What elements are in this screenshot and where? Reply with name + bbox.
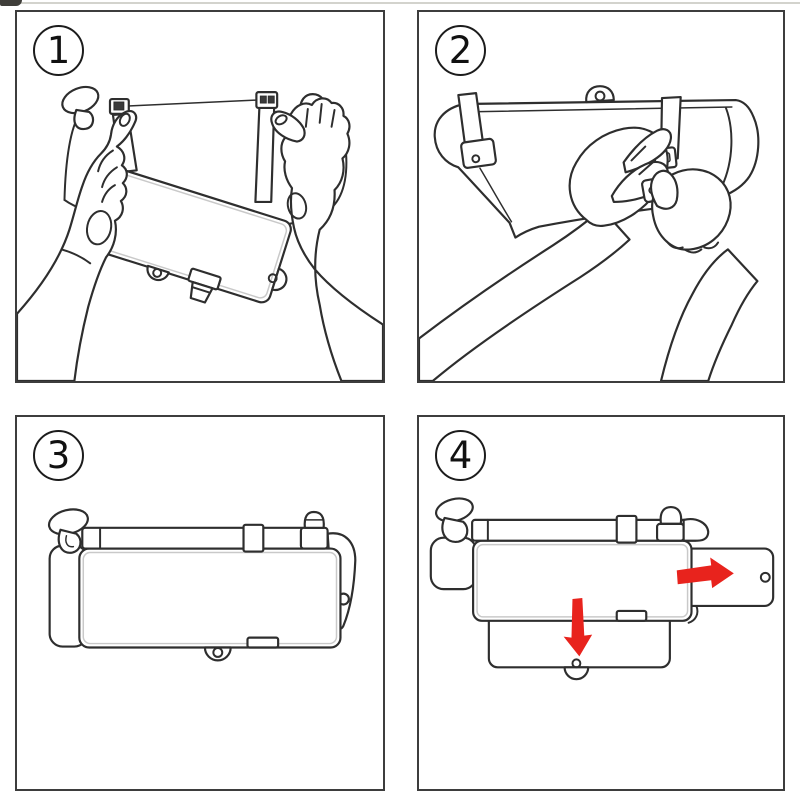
step-3-number: 3	[46, 434, 71, 477]
side-snap	[271, 267, 288, 292]
strap-band	[242, 523, 265, 553]
slide-down-arrow	[563, 598, 593, 657]
step-2-number: 2	[448, 29, 473, 72]
thumbnail	[118, 112, 131, 127]
step-3-illustration	[47, 508, 357, 662]
step-3-panel: 3	[15, 415, 385, 791]
visor-clip-hook	[441, 516, 469, 543]
pull-tab-slot	[246, 636, 280, 649]
step-1-badge: 1	[33, 25, 84, 76]
snap-button	[146, 264, 170, 282]
right-hand	[270, 97, 383, 381]
elastic-cord	[127, 99, 259, 107]
step-4-number: 4	[448, 434, 473, 477]
scan-artifact-smudge	[0, 0, 22, 6]
strap-band	[615, 514, 638, 544]
pull-tab-slot	[615, 609, 648, 622]
scan-artifact-line	[0, 2, 800, 4]
visor-clip-hook	[73, 108, 95, 131]
step-3-badge: 3	[33, 430, 84, 481]
strap-end-tab	[460, 137, 497, 169]
left-strap-with-tab	[457, 92, 513, 223]
step-2-panel: 2	[417, 10, 785, 383]
left-hand	[17, 110, 138, 381]
right-thumb	[650, 169, 679, 210]
organizer-panel	[87, 167, 292, 304]
snap-button	[203, 646, 232, 662]
visor-clip-hook	[57, 528, 82, 554]
side-snap-hole	[759, 571, 771, 583]
right-forearm	[659, 248, 759, 381]
pull-tab	[189, 280, 214, 304]
visor-end-cap	[682, 518, 710, 542]
buckle-icon	[655, 505, 685, 542]
step-2-badge: 2	[435, 25, 486, 76]
step-4-illustration	[429, 497, 775, 681]
step-1-panel: 1	[15, 10, 385, 383]
step-2-illustration	[419, 85, 760, 381]
right-thumb	[270, 110, 306, 143]
step-4-panel: 4	[417, 415, 785, 791]
buckle-icon	[299, 510, 329, 550]
step-1-number: 1	[46, 29, 71, 72]
visor-pivot-bump	[585, 85, 615, 104]
left-forearm	[419, 207, 631, 381]
step-4-badge: 4	[435, 430, 486, 481]
visor-bar	[81, 526, 307, 550]
snap-button	[563, 666, 590, 681]
slide-right-arrow	[676, 557, 734, 589]
right-hand	[650, 168, 759, 381]
step-1-illustration	[17, 85, 383, 381]
visor-body-left	[429, 536, 478, 591]
left-hand	[419, 126, 672, 381]
thumbnail	[274, 114, 288, 126]
organizer-panel	[78, 547, 342, 649]
